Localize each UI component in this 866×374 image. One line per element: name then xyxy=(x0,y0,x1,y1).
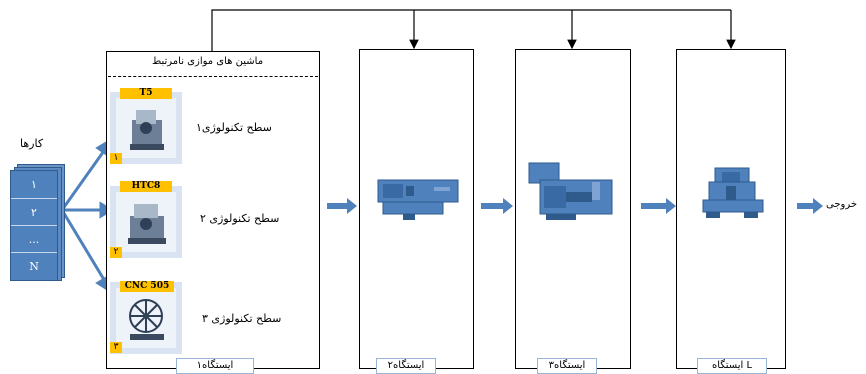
jobs-title: کارها xyxy=(20,137,44,150)
station1-header: ماشین های موازی نامرتبط xyxy=(152,56,264,67)
machine-cnc505-code: CNC 505 xyxy=(120,281,174,292)
feedback-line xyxy=(211,9,731,51)
machine-t5-icon xyxy=(130,110,164,150)
job-item: ... xyxy=(11,225,57,253)
job-arrow-3 xyxy=(60,209,108,284)
machine-t5-image xyxy=(110,92,182,164)
machine-htc8-number: ۲ xyxy=(110,247,122,258)
flow-arrow-out xyxy=(797,203,813,209)
machine-htc8-code: HTC8 xyxy=(120,181,172,192)
machine-t5-number: ۱ xyxy=(110,153,122,164)
machine-htc8-level: سطح تکنولوژی ۲ xyxy=(200,212,280,225)
job-item: ۲ xyxy=(11,198,57,226)
machine-cnc505-number: ۳ xyxy=(110,342,122,353)
flow-arrow-3 xyxy=(641,203,666,209)
machine-cnc505-icon xyxy=(129,299,164,340)
output-label: خروجی xyxy=(826,199,858,210)
machine-htc8-icon xyxy=(128,204,166,244)
machine-htc8-image xyxy=(110,186,182,258)
station1-label: ایستگاه۱ xyxy=(176,358,254,374)
stationL-label: ایستگاه L xyxy=(697,358,767,374)
flow-arrow-1 xyxy=(327,203,347,209)
job-item: N xyxy=(11,252,57,280)
job-arrow-1 xyxy=(60,147,108,211)
machine-t5-level: سطح تکنولوژی۱ xyxy=(196,121,272,134)
station1-divider xyxy=(108,76,318,77)
job-item: ۱ xyxy=(31,178,37,191)
flow-arrow-2 xyxy=(481,203,503,209)
jobs-card-front: ۱ ۲ ... N xyxy=(10,170,58,281)
machine-cnc505-image xyxy=(110,282,182,354)
machine-t5-code: T5 xyxy=(120,88,172,99)
machine-cnc505-level: سطح تکنولوژی ۳ xyxy=(202,312,282,325)
